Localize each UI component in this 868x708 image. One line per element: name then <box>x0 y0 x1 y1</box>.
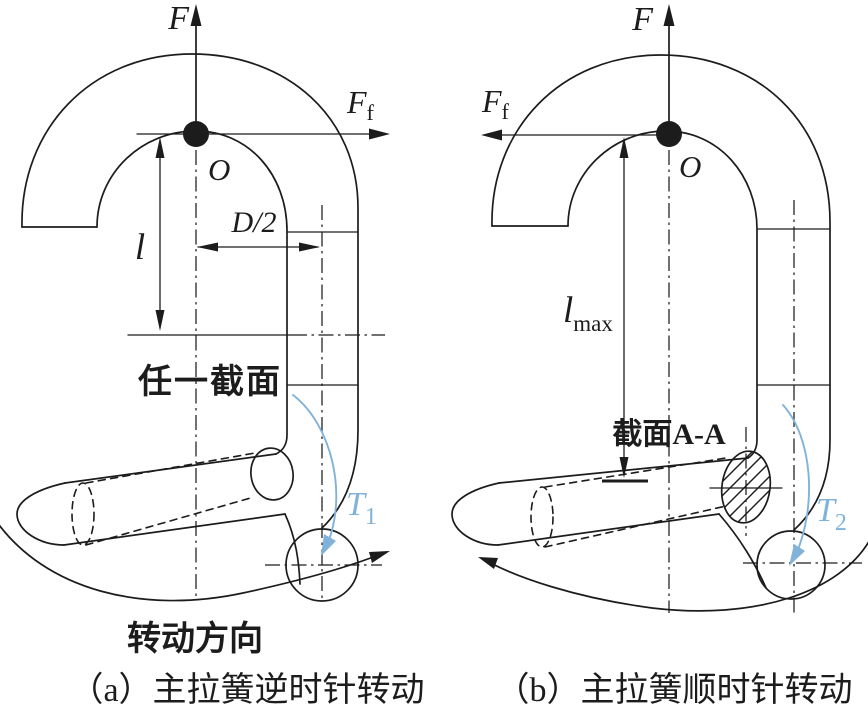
caption-a: （a）主拉簧逆时针转动 <box>69 671 424 708</box>
dimension-d2-arrow-right-icon <box>299 242 320 252</box>
friction-Ff-arrowhead-icon <box>481 129 502 141</box>
dimension-l-arrow-up-icon <box>155 137 165 158</box>
friction-Ff-arrowhead-icon <box>369 128 390 140</box>
mandrel-bottom-edge <box>85 496 255 546</box>
label-section-AA: 截面A-A <box>612 418 726 451</box>
hook-outer-edge <box>491 54 831 531</box>
label-any-section: 任一截面 <box>138 363 282 401</box>
dimension-l-arrow-down-icon <box>155 310 165 331</box>
mandrel-top-edge <box>544 457 727 488</box>
label-T2: T2 <box>816 492 847 536</box>
mandrel-top-edge <box>85 452 256 484</box>
hook-outer-edge <box>21 53 359 529</box>
hook-inner-edge <box>96 130 288 455</box>
force-F-arrowhead-icon <box>190 4 202 26</box>
label-Ff: Ff <box>346 84 375 125</box>
label-D2: D/2 <box>231 206 277 239</box>
origin-dot <box>183 121 209 147</box>
caption-b: （b）主拉簧顺时针转动 <box>496 671 853 708</box>
rotation-arrowhead-icon <box>369 551 390 563</box>
label-Ff: Ff <box>481 83 510 124</box>
dimension-lmax-arrow-down-icon <box>619 457 629 478</box>
coil-wrap-connector <box>718 513 767 589</box>
origin-dot <box>656 121 682 147</box>
dimension-d2-arrow-left-icon <box>197 242 218 252</box>
label-lmax: lmax <box>563 290 613 336</box>
label-O: O <box>208 152 230 187</box>
rotation-sweep <box>482 541 868 612</box>
panel-a: F Ff O l D/2 任一截面 T1 转动方向 （a）主拉簧逆时针转动 <box>0 0 425 708</box>
coil-loop-left-cap <box>16 482 66 546</box>
label-T1: T1 <box>346 486 377 530</box>
dimension-lmax-arrow-up-icon <box>619 137 629 158</box>
label-l: l <box>135 227 145 268</box>
label-F: F <box>631 1 654 38</box>
torque-T2-arrowhead-icon <box>789 544 805 566</box>
panel-b: F Ff O lmax 截面A-A T2 （b）主拉簧顺时针转动 <box>451 1 868 708</box>
force-F-arrowhead-icon <box>663 4 675 26</box>
torque-arc-T1 <box>292 394 338 546</box>
coil-loop-bottom-edge <box>63 513 286 546</box>
label-O: O <box>679 149 701 184</box>
mandrel-left-end <box>530 486 554 548</box>
mandrel-left-end <box>71 482 95 546</box>
rotation-arrowhead-icon <box>478 557 498 569</box>
mandrel-end-cap <box>250 447 294 501</box>
wire-section-circle <box>756 530 826 600</box>
rotation-sweep <box>0 524 387 602</box>
label-F: F <box>167 0 190 37</box>
hook-inner-edge <box>567 130 758 459</box>
torque-T1-arrowhead-icon <box>321 534 336 556</box>
coil-wrap-connector <box>284 513 301 585</box>
torque-arc-T2 <box>782 404 810 558</box>
coil-loop-left-cap <box>451 482 500 546</box>
label-rotation-direction: 转动方向 <box>127 620 263 658</box>
coil-loop-top-edge <box>64 453 277 484</box>
mandrel-bottom-edge <box>544 505 727 548</box>
